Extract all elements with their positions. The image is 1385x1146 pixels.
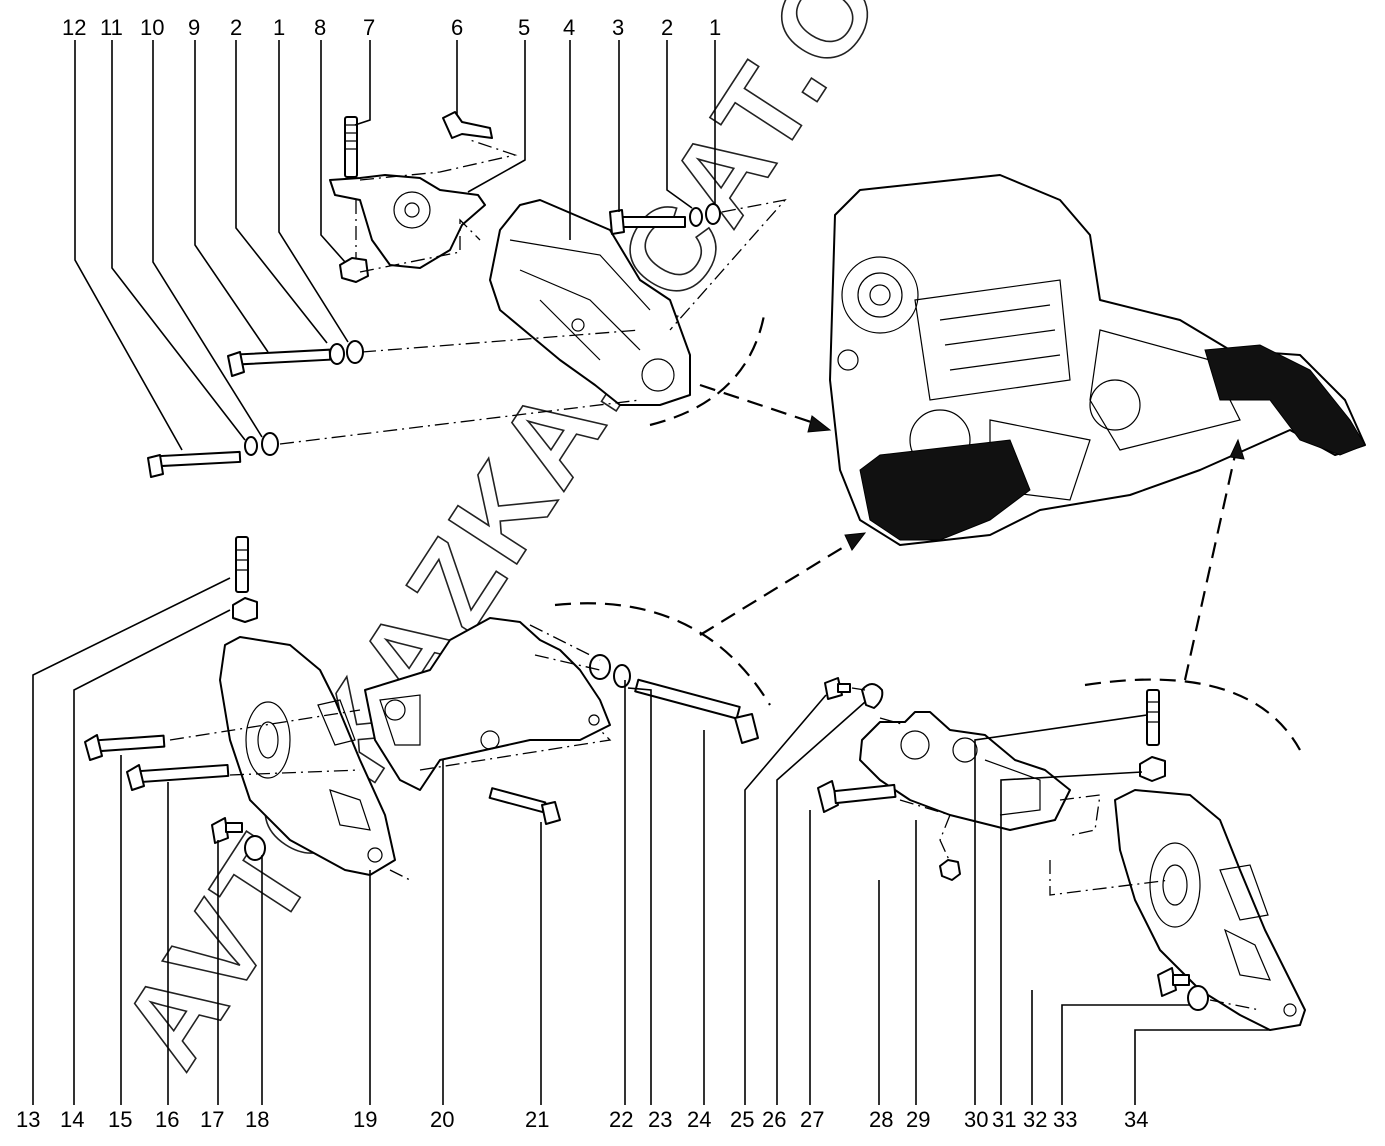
callout-1: 1 xyxy=(273,15,285,40)
nut-28 xyxy=(939,859,961,881)
bolt-17 xyxy=(211,817,229,844)
bolt-16 xyxy=(138,763,230,784)
nut-14 xyxy=(232,597,258,623)
nut-31 xyxy=(1139,756,1166,782)
washer-11 xyxy=(244,436,258,456)
callout-4: 4 xyxy=(563,15,575,40)
bolt-12 xyxy=(158,450,242,468)
bolt-6 xyxy=(442,111,493,139)
callout-30: 30 xyxy=(964,1107,988,1132)
engine-mount-34 xyxy=(1114,789,1306,1031)
nut-8 xyxy=(339,257,369,283)
callout-28: 28 xyxy=(869,1107,893,1132)
stud-13 xyxy=(235,536,249,593)
washer-18 xyxy=(244,835,266,861)
callout-32: 32 xyxy=(1023,1107,1047,1132)
callout-26: 26 xyxy=(762,1107,786,1132)
stud-30 xyxy=(1146,689,1160,746)
bolt-21 xyxy=(488,787,547,814)
washer-1 xyxy=(705,203,721,225)
callout-24: 24 xyxy=(687,1107,711,1132)
callout-20: 20 xyxy=(430,1107,454,1132)
callout-15: 15 xyxy=(108,1107,132,1132)
left-mount-assembly xyxy=(84,532,867,881)
washer-33 xyxy=(1187,985,1209,1011)
callout-11: 11 xyxy=(100,15,123,40)
callout-18: 18 xyxy=(245,1107,269,1132)
bolt-9 xyxy=(238,348,332,366)
callout-8: 8 xyxy=(314,15,326,40)
watermark: AVTOKAZKA.ACAT.ONLINE xyxy=(95,0,1119,1090)
callout-5: 5 xyxy=(518,15,530,40)
washer-22 xyxy=(589,654,611,680)
callout-25: 25 xyxy=(730,1107,754,1132)
callout-7: 7 xyxy=(363,15,375,40)
callout-10: 10 xyxy=(140,15,164,40)
washer-23 xyxy=(613,664,631,688)
top-leader-lines xyxy=(74,40,716,451)
callout-22: 22 xyxy=(609,1107,633,1132)
callout-2: 2 xyxy=(230,15,242,40)
bolt-27 xyxy=(817,780,839,813)
right-mount-assembly xyxy=(817,438,1306,1031)
washer-10 xyxy=(261,432,279,456)
callout-29: 29 xyxy=(906,1107,930,1132)
engine-mount-19 xyxy=(219,636,396,876)
stud-7 xyxy=(344,116,358,178)
bolt-32 xyxy=(1157,967,1177,997)
callout-3: 3 xyxy=(612,15,624,40)
callout-16: 16 xyxy=(155,1107,179,1132)
callout-27: 27 xyxy=(800,1107,824,1132)
top-callouts: 12 11 10 9 2 1 8 7 6 5 4 3 2 1 xyxy=(62,15,721,40)
bolt-24 xyxy=(634,678,741,720)
callout-2b: 2 xyxy=(661,15,673,40)
callout-17: 17 xyxy=(200,1107,224,1132)
callout-13: 13 xyxy=(16,1107,40,1132)
washer-2b xyxy=(329,343,345,365)
washer-2 xyxy=(689,207,703,227)
engine-assembly xyxy=(829,174,1366,546)
clip-26 xyxy=(861,683,884,709)
callout-14: 14 xyxy=(60,1107,84,1132)
callout-12: 12 xyxy=(62,15,86,40)
bottom-leader-lines xyxy=(32,577,1270,1105)
callout-21: 21 xyxy=(525,1107,549,1132)
callout-31: 31 xyxy=(992,1107,1016,1132)
callout-33: 33 xyxy=(1053,1107,1077,1132)
top-mount-assembly xyxy=(147,111,832,478)
callout-34: 34 xyxy=(1124,1107,1148,1132)
mount-bracket-20 xyxy=(364,617,611,791)
callout-6: 6 xyxy=(451,15,463,40)
mount-bracket-4 xyxy=(489,199,691,406)
bottom-callouts: 13 14 15 16 17 18 19 20 21 22 23 24 25 2… xyxy=(16,1107,1148,1132)
washer-1b xyxy=(346,340,364,364)
callout-19: 19 xyxy=(353,1107,377,1132)
bolt-15 xyxy=(96,734,166,753)
watermark-text: AVTOKAZKA.ACAT.ONLINE xyxy=(96,0,1118,1089)
callout-1b: 1 xyxy=(709,15,721,40)
mount-bracket-29 xyxy=(859,711,1071,831)
bolt-3 xyxy=(614,216,686,228)
callout-23: 23 xyxy=(648,1107,672,1132)
callout-9: 9 xyxy=(188,15,200,40)
